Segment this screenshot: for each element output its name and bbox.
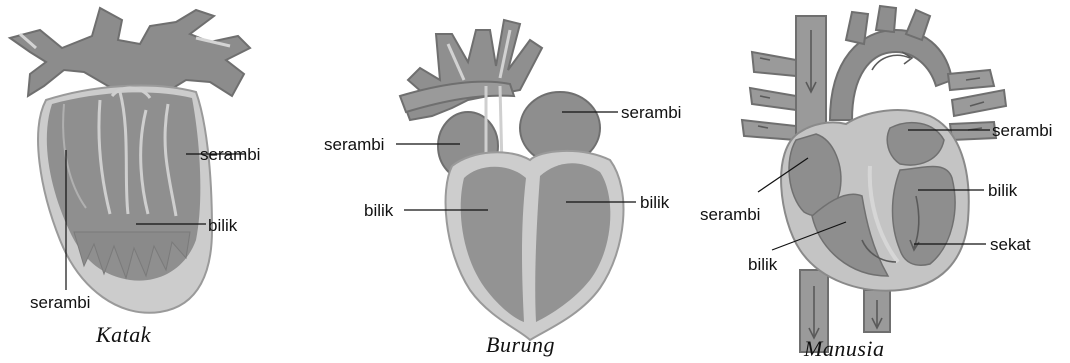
human-label-septum: sekat [990, 236, 1031, 253]
frog-label-atrium-left: serambi [30, 294, 90, 311]
bird-label-ventricle-right: bilik [640, 194, 669, 211]
bird-heart [400, 20, 623, 340]
bird-caption: Burung [486, 334, 555, 356]
human-caption: Manusia [804, 338, 885, 360]
frog-label-atrium-right: serambi [200, 146, 260, 163]
human-label-ventricle-left: bilik [748, 256, 777, 273]
human-label-atrium-left: serambi [700, 206, 760, 223]
human-aortic-arch [830, 30, 952, 120]
human-label-atrium-top: serambi [992, 122, 1052, 139]
frog-aorta-branches [10, 8, 250, 96]
human-heart [742, 6, 1006, 352]
bird-label-atrium-left: serambi [621, 104, 681, 121]
frog-caption: Katak [96, 324, 151, 346]
frog-label-ventricle: bilik [208, 217, 237, 234]
bird-label-ventricle-left: bilik [364, 202, 393, 219]
human-label-ventricle-right: bilik [988, 182, 1017, 199]
bird-label-atrium-right: serambi [324, 136, 384, 153]
